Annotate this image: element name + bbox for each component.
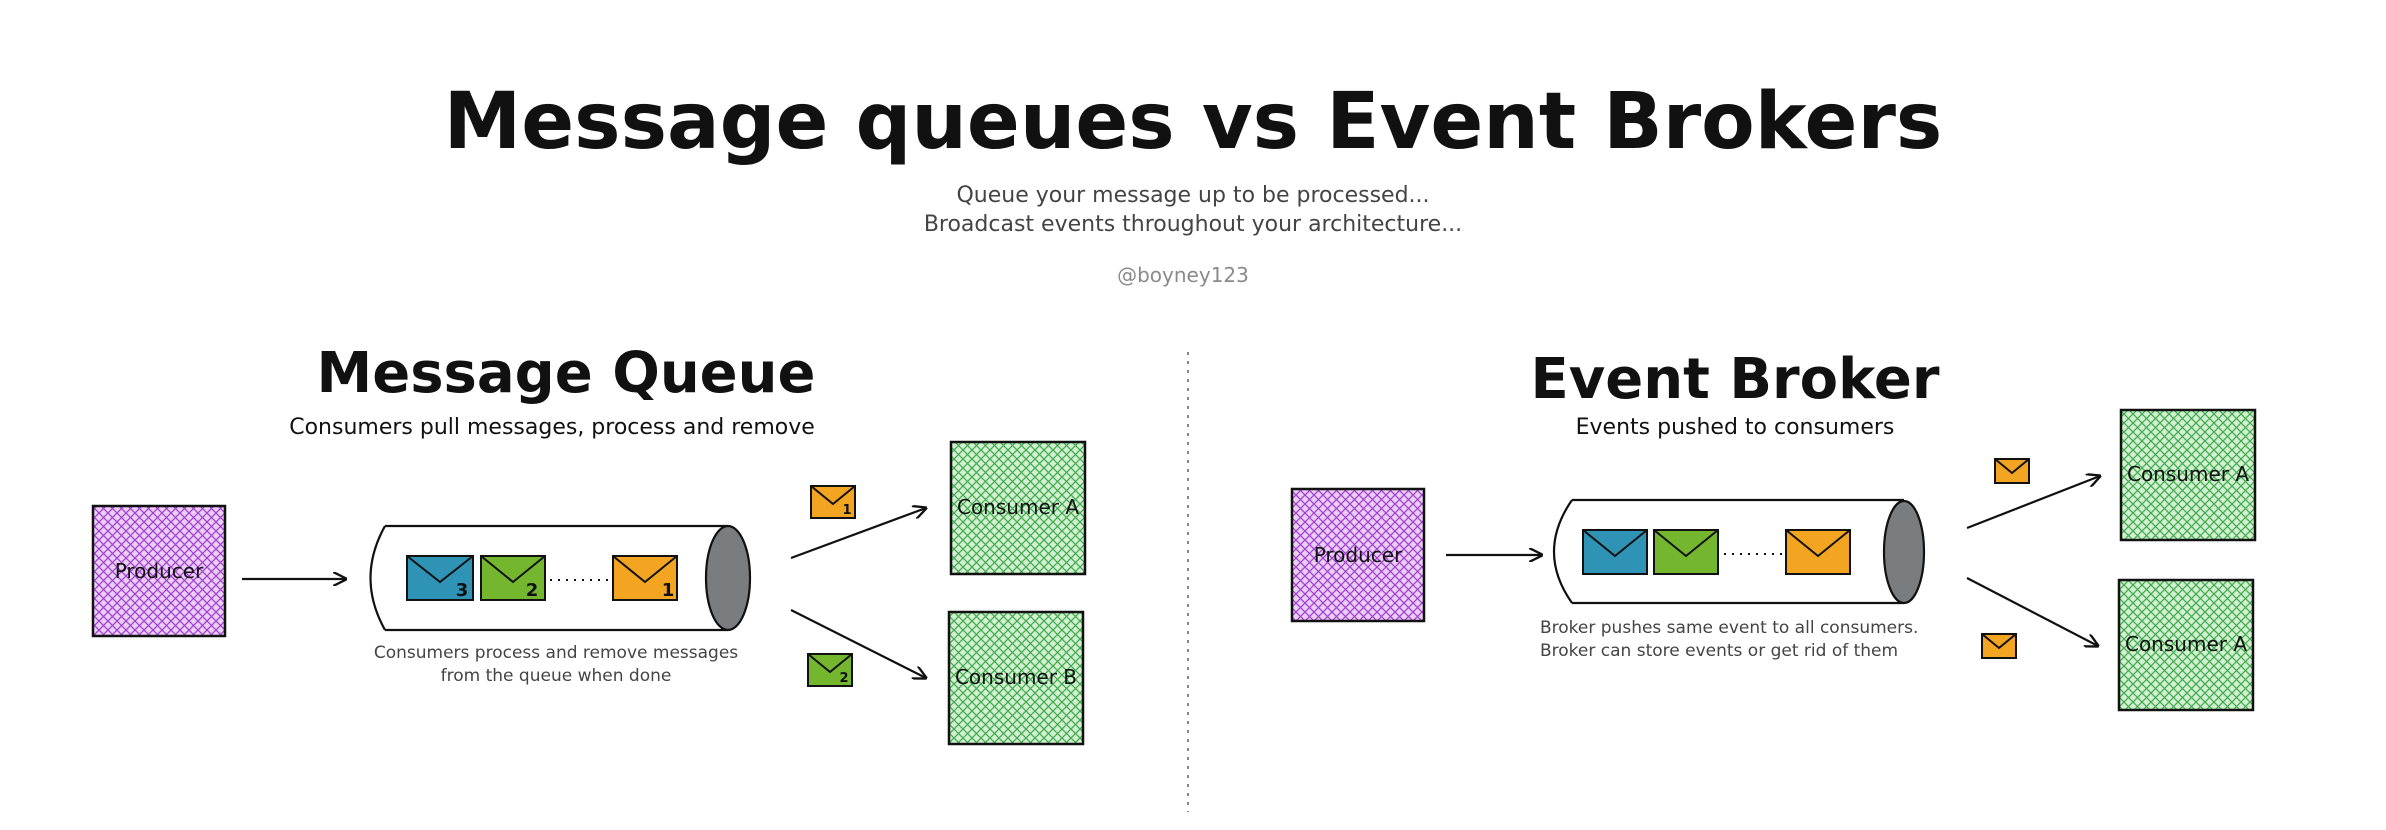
mq-producer-box [91,504,227,638]
mq-queue-cap [704,524,752,632]
mq-out-message: 2 [807,653,853,687]
mq-queue-message: 3 [406,555,474,601]
mq-consumer-b-box [947,610,1085,746]
eb-caption-line-1: Broker pushes same event to all consumer… [1540,618,1918,638]
mq-queue-cylinder [369,524,752,632]
eb-subtitle: Events pushed to consumers [1576,415,1895,440]
mq-producer-label: Producer [115,559,204,583]
eb-out-message [1981,633,2017,659]
eb-arrow-to-consumer-bottom [1966,577,2098,646]
eb-consumer-top-box [2119,408,2257,542]
mq-out-message-number: 1 [842,503,851,518]
mq-consumer-b-label: Consumer B [955,665,1077,689]
event-broker-section: Event Broker Events pushed to consumers … [1290,347,2257,712]
mq-arrow-to-consumer-b [790,609,926,678]
eb-broker-message [1785,529,1851,575]
mq-subtitle: Consumers pull messages, process and rem… [289,415,815,440]
eb-arrow-to-consumer-top [1966,476,2100,530]
eb-producer-label: Producer [1314,543,1403,567]
eb-broker-message [1653,529,1719,575]
eb-consumer-top-label: Consumer A [2127,462,2249,486]
eb-out-message [1994,458,2030,484]
mq-out-message-number: 2 [839,671,848,686]
mq-queue-message-number: 3 [456,580,469,601]
mq-consumer-a-label: Consumer A [957,495,1079,519]
subtitle-line-1: Queue your message up to be processed... [956,183,1429,208]
subtitle-line-2: Broadcast events throughout your archite… [924,212,1462,237]
eb-consumer-bottom-box [2117,578,2255,712]
mq-consumer-a-box [949,440,1087,576]
mq-queue-message-number: 1 [662,580,675,601]
eb-broker-cylinder [1553,498,1926,605]
mq-queue-message-number: 2 [526,580,539,601]
message-queue-section: Message Queue Consumers pull messages, p… [91,341,1087,746]
mq-caption-line-1: Consumers process and remove messages [374,643,738,663]
mq-queue-message: 1 [612,555,678,601]
eb-title: Event Broker [1531,347,1940,412]
eb-producer-box [1290,487,1426,623]
mq-title: Message Queue [316,341,815,406]
eb-caption-line-2: Broker can store events or get rid of th… [1540,641,1898,661]
eb-consumer-bottom-label: Consumer A [2125,632,2247,656]
page-title: Message queues vs Event Brokers [444,77,1943,167]
mq-out-message: 1 [810,485,856,519]
author-handle: @boyney123 [1117,263,1249,287]
mq-caption-line-2: from the queue when done [441,666,672,686]
eb-broker-cap [1882,499,1926,605]
mq-arrow-to-consumer-a [790,508,926,560]
eb-broker-message [1582,529,1648,575]
mq-queue-message: 2 [480,555,546,601]
